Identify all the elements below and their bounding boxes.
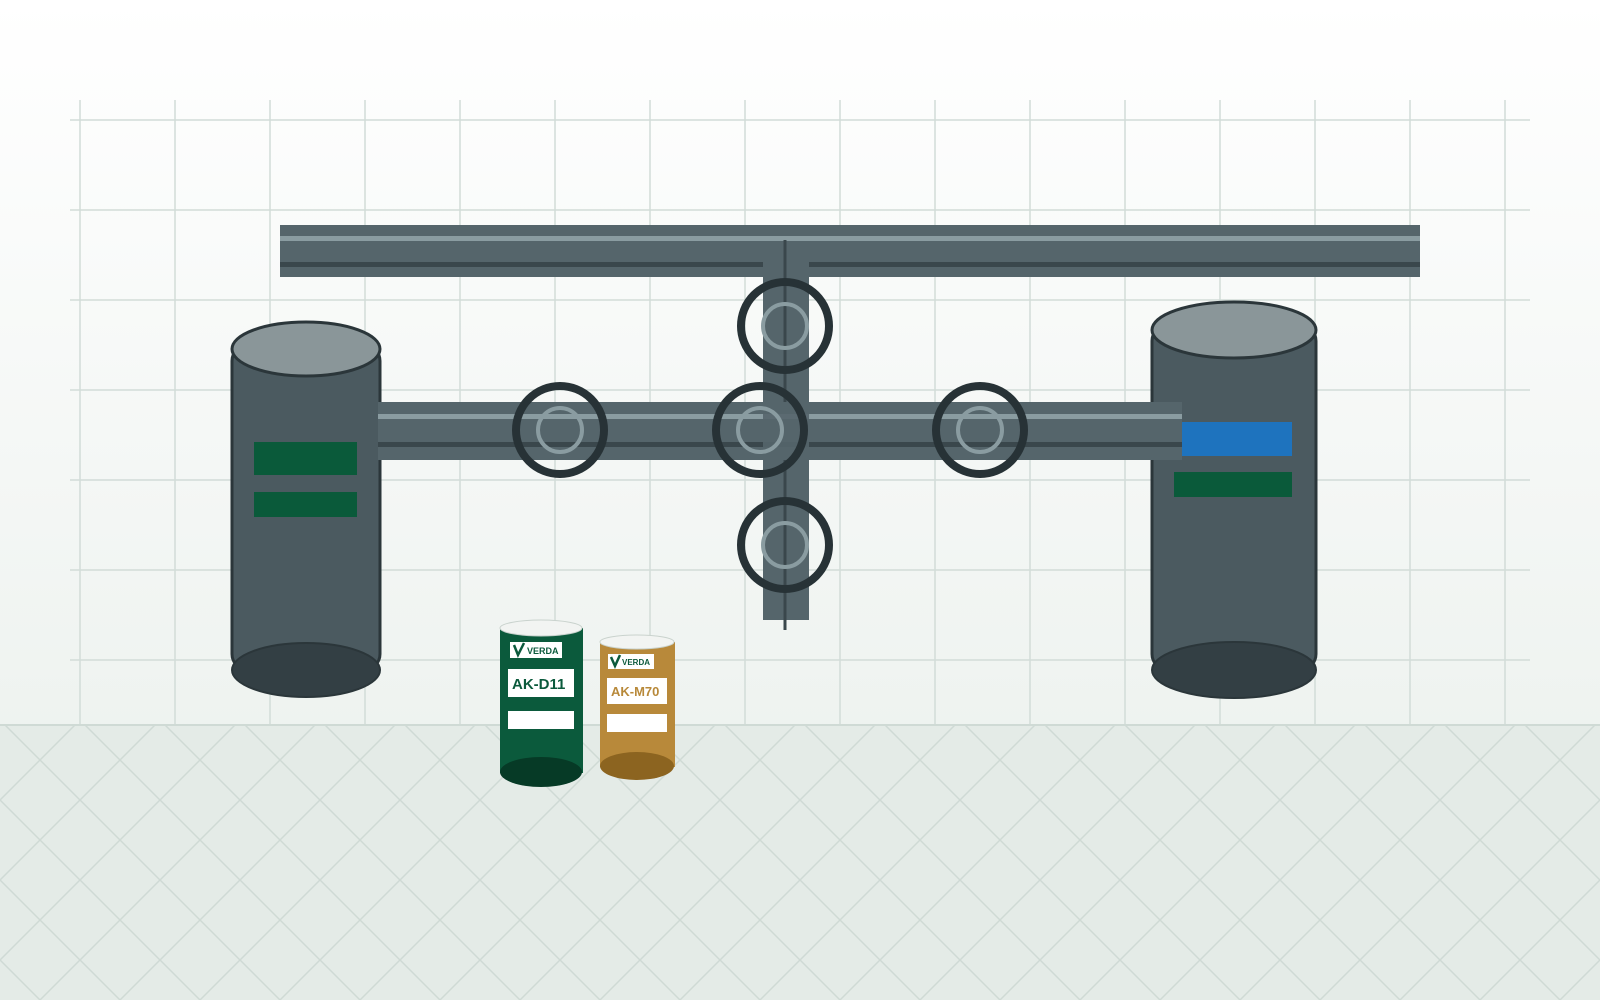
right-tank-green-stripe xyxy=(1174,472,1292,497)
can-ak-m70: VERDA AK-M70 xyxy=(599,634,675,780)
can-brand: VERDA xyxy=(622,658,650,667)
left-tank-green-stripe-top xyxy=(254,442,357,475)
left-tank xyxy=(230,320,382,698)
valve-ring-icon[interactable] xyxy=(512,382,608,478)
floor xyxy=(0,724,1600,1000)
right-tank xyxy=(1150,300,1318,699)
can-brand: VERDA xyxy=(527,646,559,656)
verda-logo-icon xyxy=(609,654,622,670)
valve-ring-icon[interactable] xyxy=(932,382,1028,478)
can-code: AK-M70 xyxy=(611,684,659,699)
can-code: AK-D11 xyxy=(512,676,565,693)
left-tank-green-stripe-bottom xyxy=(254,492,357,517)
valve-ring-icon[interactable] xyxy=(712,382,808,478)
valve-ring-icon[interactable] xyxy=(737,278,833,374)
right-tank-blue-stripe xyxy=(1174,422,1292,456)
can-ak-d11: VERDA AK-D11 xyxy=(499,619,583,787)
top-pipe xyxy=(280,225,1420,277)
verda-logo-icon xyxy=(512,642,526,659)
valve-ring-icon[interactable] xyxy=(737,497,833,593)
